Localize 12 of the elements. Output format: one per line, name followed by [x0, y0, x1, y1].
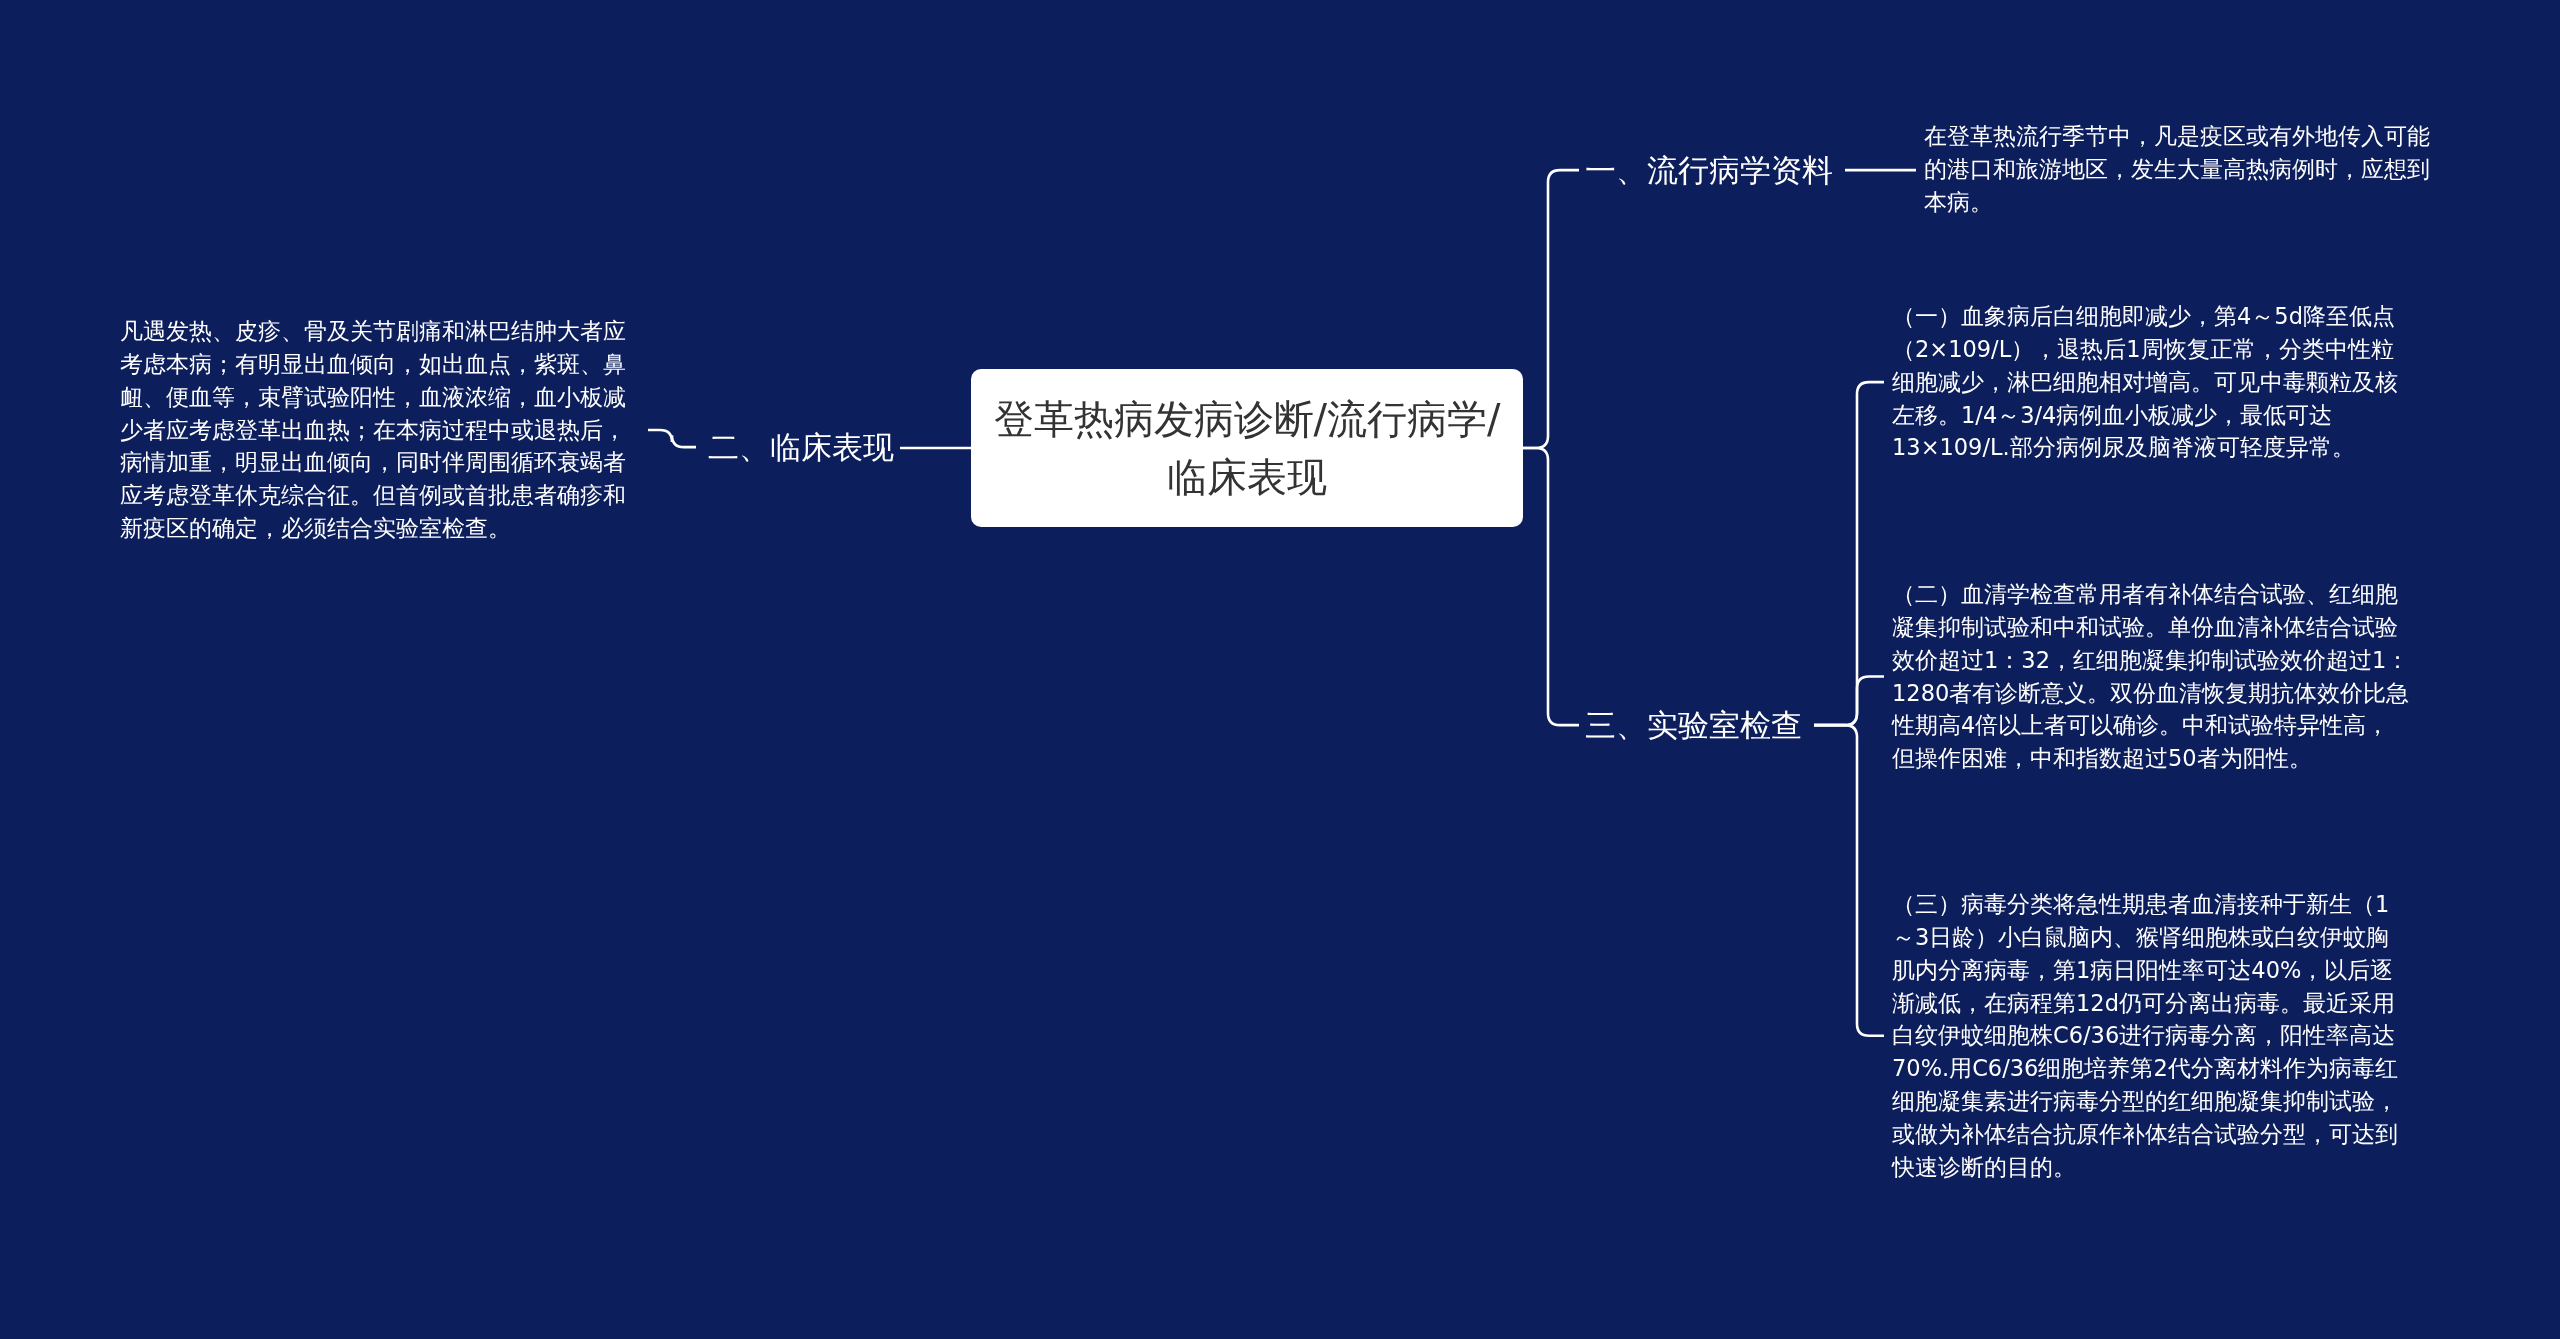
connector-line	[648, 428, 696, 449]
connector-line	[900, 446, 971, 450]
detail-text: （一）血象病后白细胞即减少，第4～5d降至低点（2×109/L），退热后1周恢复正常，分类中性粒细胞减少，淋巴细胞相对增高。可见中毒颗粒及核左移。1/4～3/4病例血小板减少，最低可达13×109/L.部分病例尿及脑脊液可轻度异常。	[1892, 302, 2399, 463]
branch-topic: 一、流行病学资料	[1585, 151, 1833, 190]
branch-topic: 二、临床表现	[708, 428, 894, 467]
detail-text: （三）病毒分类将急性期患者血清接种于新生（1～3日龄）小白鼠脑内、猴肾细胞株或白纹伊蚊胸肌内分离病毒，第1病日阳性率可达40%，以后逐渐减低，在病程第12d仍可分离出病毒。最近采用白纹伊蚊细胞株C6/36进行病毒分离，阳性率高达70%.用C6/36细胞培养第2代分离材料作为病毒红细胞凝集素进行病毒分型的红细胞凝集抑制试验，或做为补体结合抗原作补体结合试验分型，可达到快速诊断的目的。	[1892, 890, 2399, 1182]
connector-line	[1845, 168, 1916, 172]
detail-text: （二）血清学检查常用者有补体结合试验、红细胞凝集抑制试验和中和试验。单份血清补体结合试验效价超过1：32，红细胞凝集抑制试验效价超过1：1280者有诊断意义。双份血清恢复期抗体效价比急性期高4倍以上者可以确诊。中和试验特异性高，但操作困难，中和指数超过50者为阳性。	[1892, 580, 2411, 774]
detail-text: 在登革热流行季节中，凡是疫区或有外地传入可能的港口和旅游地区，发生大量高热病例时，应想到本病。	[1924, 122, 2431, 217]
detail-text: 凡遇发热、皮疹、骨及关节剧痛和淋巴结肿大者应考虑本病；有明显出血倾向，如出血点，紫斑、鼻衄、便血等，束臂试验阳性，血液浓缩，血小板减少者应考虑登革出血热；在本病过程中或退热后，病情加重，明显出血倾向，同时伴周围循环衰竭者应考虑登革休克综合征。但首例或首批患者确疹和新疫区的确定，必须结合实验室检查。	[120, 317, 627, 544]
central-topic-box: 登革热病发病诊断/流行病学/临床表现	[971, 369, 1523, 527]
branch-topic: 三、实验室检查	[1585, 706, 1802, 745]
